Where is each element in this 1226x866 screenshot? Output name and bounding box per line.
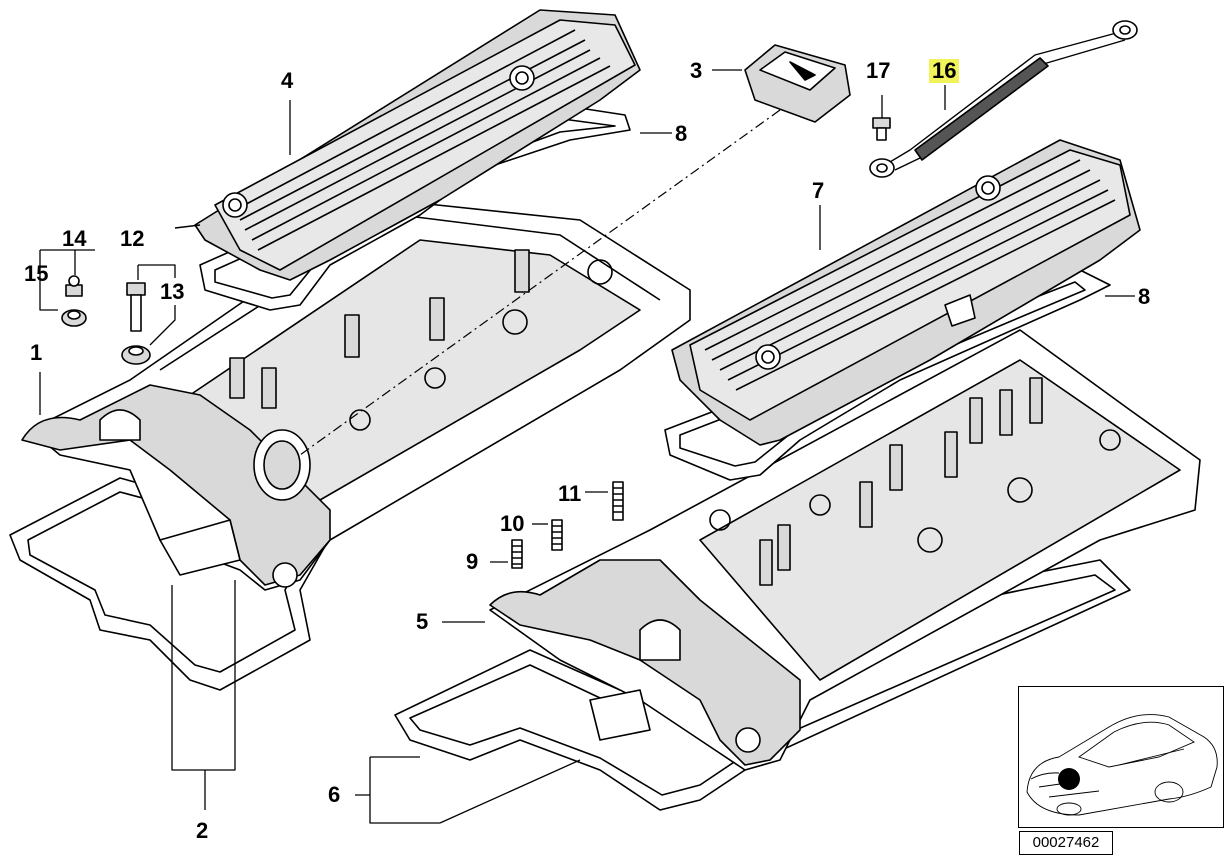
callout-9: 9 — [466, 549, 479, 574]
callout-12: 12 — [120, 226, 145, 251]
document-number: 00027462 — [1019, 831, 1113, 855]
bolt-and-grommet — [121, 282, 151, 365]
car-location-inset — [1018, 686, 1224, 828]
ignition-cover-left — [174, 9, 641, 281]
leader-lines — [39, 69, 1135, 824]
callout-16: 16 — [929, 59, 960, 83]
callout-11: 11 — [558, 481, 582, 506]
callout-15: 15 — [24, 261, 49, 286]
callout-10: 10 — [500, 511, 525, 536]
callout-1: 1 — [30, 340, 43, 365]
cap — [744, 44, 851, 123]
callout-13: 13 — [160, 279, 185, 304]
callout-7: 7 — [812, 178, 825, 203]
valve-cover-left — [21, 199, 691, 591]
ignition-cover-right — [671, 139, 1141, 446]
callout-3: 3 — [690, 58, 703, 83]
callout-5: 5 — [416, 609, 429, 634]
callout-14: 14 — [62, 226, 87, 251]
ground-strap — [869, 20, 1138, 178]
studs — [511, 481, 624, 569]
screw — [872, 117, 891, 141]
nut-and-grommet — [61, 275, 87, 327]
valve-cover-right — [489, 329, 1201, 771]
car-location-icon — [1026, 714, 1218, 816]
callout-2: 2 — [196, 818, 209, 843]
callout-17: 17 — [866, 58, 891, 83]
callout-8-right: 8 — [1138, 284, 1151, 309]
callout-8-left: 8 — [675, 121, 688, 146]
callout-6: 6 — [328, 782, 341, 807]
callout-4: 4 — [281, 68, 294, 93]
